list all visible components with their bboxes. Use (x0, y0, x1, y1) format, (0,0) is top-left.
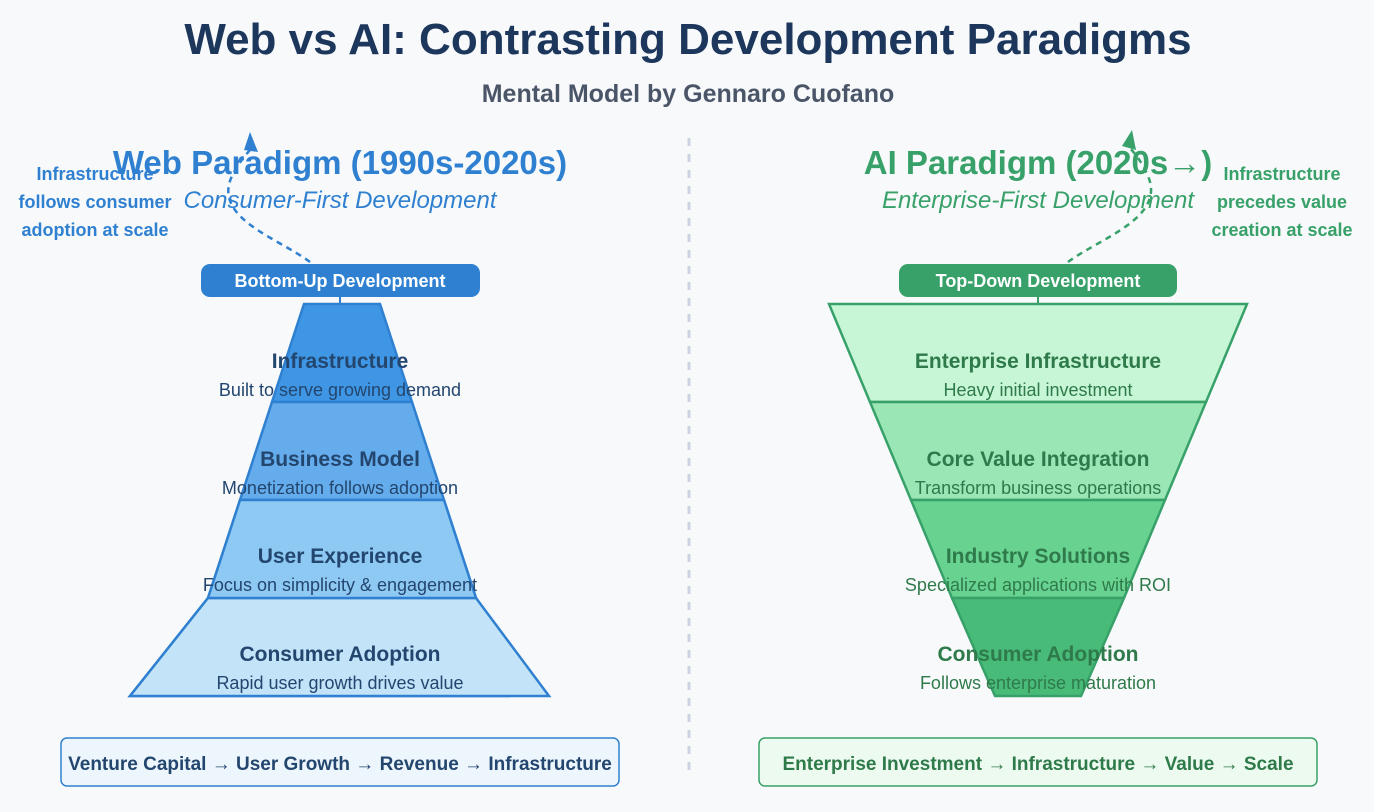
ai-note-line: creation at scale (1211, 220, 1352, 240)
ai-heading: AI Paradigm (2020s→) (864, 144, 1212, 181)
ai-layer-title: Enterprise Infrastructure (915, 350, 1161, 373)
web-layer-title: User Experience (258, 545, 423, 568)
web-layer-title: Business Model (260, 448, 420, 471)
web-note-line: follows consumer (18, 192, 171, 212)
ai-flow-box (758, 737, 1318, 787)
ai-dashed-arrow (1067, 145, 1153, 264)
web-dashed-arrow (227, 147, 311, 264)
web-layer-desc: Monetization follows adoption (222, 478, 458, 498)
ai-paradigm-panel: Enterprise Infrastructure Heavy initial … (758, 130, 1353, 787)
web-pill-badge (201, 264, 480, 297)
web-arrow-head-icon (244, 132, 258, 152)
web-flow-box (60, 737, 620, 787)
web-pill-label: Bottom-Up Development (235, 271, 446, 291)
ai-note-line: precedes value (1217, 192, 1347, 212)
ai-layer-title: Industry Solutions (946, 545, 1130, 568)
ai-pill-label: Top-Down Development (936, 271, 1141, 291)
ai-pill-badge (899, 264, 1177, 297)
main-title: Web vs AI: Contrasting Development Parad… (184, 15, 1191, 64)
ai-layer-desc: Heavy initial investment (943, 380, 1132, 400)
ai-layer-desc: Transform business operations (915, 478, 1161, 498)
web-layer-desc: Rapid user growth drives value (216, 673, 463, 693)
web-layer-desc: Focus on simplicity & engagement (203, 575, 477, 595)
ai-layer-title: Core Value Integration (927, 448, 1150, 471)
web-tagline: Consumer-First Development (184, 187, 498, 214)
web-layer-title: Consumer Adoption (239, 643, 440, 666)
ai-arrow-head-icon (1122, 130, 1136, 150)
ai-tagline: Enterprise-First Development (882, 187, 1195, 214)
ai-layer-desc: Follows enterprise maturation (920, 673, 1156, 693)
subtitle: Mental Model by Gennaro Cuofano (482, 80, 895, 108)
web-heading: Web Paradigm (1990s-2020s) (113, 144, 567, 181)
web-layer-title: Infrastructure (272, 350, 409, 373)
ai-layer-consumer-adoption (950, 596, 1126, 698)
ai-note-line: Infrastructure (1223, 164, 1340, 184)
web-note-line: adoption at scale (21, 220, 168, 240)
web-layer-user-experience-edge (206, 498, 478, 600)
ai-layer-title: Consumer Adoption (937, 643, 1138, 666)
ai-flow-text: Enterprise Investment → Infrastructure →… (782, 754, 1293, 775)
web-layer-desc: Built to serve growing demand (219, 380, 461, 400)
ai-layer-desc: Specialized applications with ROI (905, 575, 1171, 595)
web-note-line: Infrastructure (36, 164, 153, 184)
web-flow-text: Venture Capital → User Growth → Revenue … (68, 754, 612, 775)
web-paradigm-panel: Infrastructure Built to serve growing de… (18, 132, 620, 787)
